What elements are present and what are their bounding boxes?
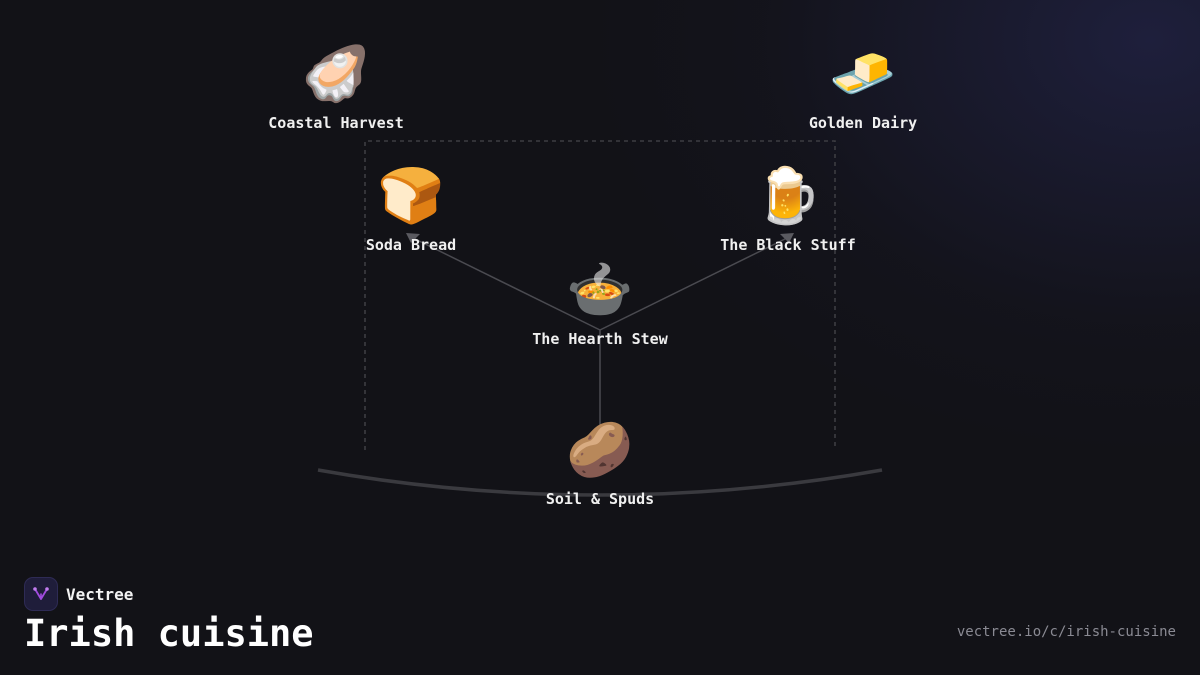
node-coastal-harvest[interactable]: 🦪 Coastal Harvest <box>236 42 436 132</box>
node-label: Golden Dairy <box>808 114 918 132</box>
page-url[interactable]: vectree.io/c/irish-cuisine <box>956 624 1176 640</box>
node-soda-bread[interactable]: 🍞 Soda Bread <box>311 164 511 254</box>
node-golden-dairy[interactable]: 🧈 Golden Dairy <box>763 42 963 132</box>
node-label: Soil & Spuds <box>545 490 655 508</box>
node-soil-and-spuds[interactable]: 🥔 Soil & Spuds <box>500 418 700 508</box>
arrowhead-bread <box>406 233 420 243</box>
branch-link-bread <box>412 237 601 331</box>
brand-name: Vectree <box>66 584 134 604</box>
stew-pot-icon: 🍲 <box>566 258 634 321</box>
page-title: Irish cuisine <box>24 612 314 655</box>
ground-curve <box>317 468 883 497</box>
potato-icon: 🥔 <box>566 418 634 481</box>
bread-icon: 🍞 <box>377 164 445 227</box>
arrowhead-stout <box>780 233 794 243</box>
node-label: The Black Stuff <box>720 236 856 254</box>
vectree-logo-icon <box>24 577 58 611</box>
brand[interactable]: Vectree <box>24 577 133 611</box>
beer-mug-icon: 🍺 <box>754 164 822 227</box>
node-label: Soda Bread <box>365 236 457 254</box>
branch-link-stout <box>599 237 788 331</box>
dashed-boundary <box>364 140 836 450</box>
butter-icon: 🧈 <box>829 42 897 105</box>
node-the-hearth-stew[interactable]: 🍲 The Hearth Stew <box>500 258 700 348</box>
node-label: The Hearth Stew <box>532 330 668 348</box>
oyster-icon: 🦪 <box>302 42 370 105</box>
node-the-black-stuff[interactable]: 🍺 The Black Stuff <box>688 164 888 254</box>
node-label: Coastal Harvest <box>268 114 404 132</box>
